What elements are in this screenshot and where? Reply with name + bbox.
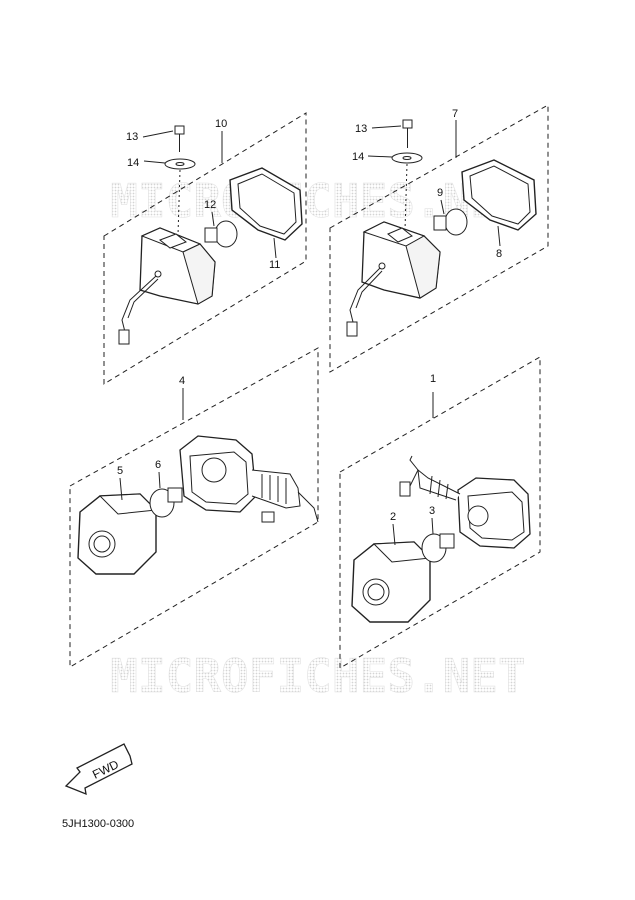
dashed-box-group-1: [339, 356, 541, 669]
callout-13-left: 13: [126, 131, 138, 143]
lens-11: [229, 167, 303, 259]
bulb-3: [421, 517, 455, 563]
callout-11: 11: [269, 259, 280, 271]
bulb-12: [204, 211, 238, 248]
callout-10: 10: [215, 118, 227, 130]
watermark-top: MICROFICHES.NET: [110, 174, 525, 228]
screw-13-right: [371, 119, 413, 148]
lens-2: [351, 523, 432, 623]
washer-14-left: [143, 158, 196, 236]
callout-7: 7: [452, 108, 458, 120]
watermark-bottom: MICROFICHES.NET: [110, 649, 525, 703]
dashed-box-group-10: [103, 112, 307, 385]
housing-body-right: [361, 221, 441, 299]
dashed-box-group-4: [69, 347, 319, 668]
callout-4: 4: [179, 375, 185, 387]
dashed-box-group-7: [329, 104, 549, 373]
callout-1: 1: [430, 373, 436, 385]
bulb-6: [149, 471, 183, 518]
callout-14-left: 14: [127, 157, 139, 169]
housing-assy-1: [399, 455, 531, 549]
callout-8: 8: [496, 248, 502, 260]
callout-5: 5: [117, 465, 123, 477]
callout-6: 6: [155, 459, 161, 471]
callout-13-right: 13: [355, 123, 367, 135]
housing-assy-4: [179, 435, 319, 523]
screw-13-left: [142, 125, 185, 152]
lens-5: [77, 477, 158, 575]
bulb-9: [433, 199, 468, 236]
callout-2: 2: [390, 511, 396, 523]
fwd-arrow-icon: [64, 743, 133, 796]
callout-9: 9: [437, 187, 443, 199]
diagram-code: 5JH1300-0300: [62, 818, 135, 830]
wire-harness-right: [346, 267, 383, 337]
callout-14-right: 14: [352, 151, 364, 163]
wire-harness-left: [118, 275, 159, 345]
housing-body-left: [139, 227, 216, 305]
lens-8: [461, 159, 537, 247]
callout-12: 12: [204, 199, 216, 211]
washer-14-right: [367, 152, 423, 231]
callout-3: 3: [429, 505, 435, 517]
callout-labels: 13 14 10 12 11 13 14 7 9 8 4 5 6 1 2 3: [117, 108, 502, 523]
